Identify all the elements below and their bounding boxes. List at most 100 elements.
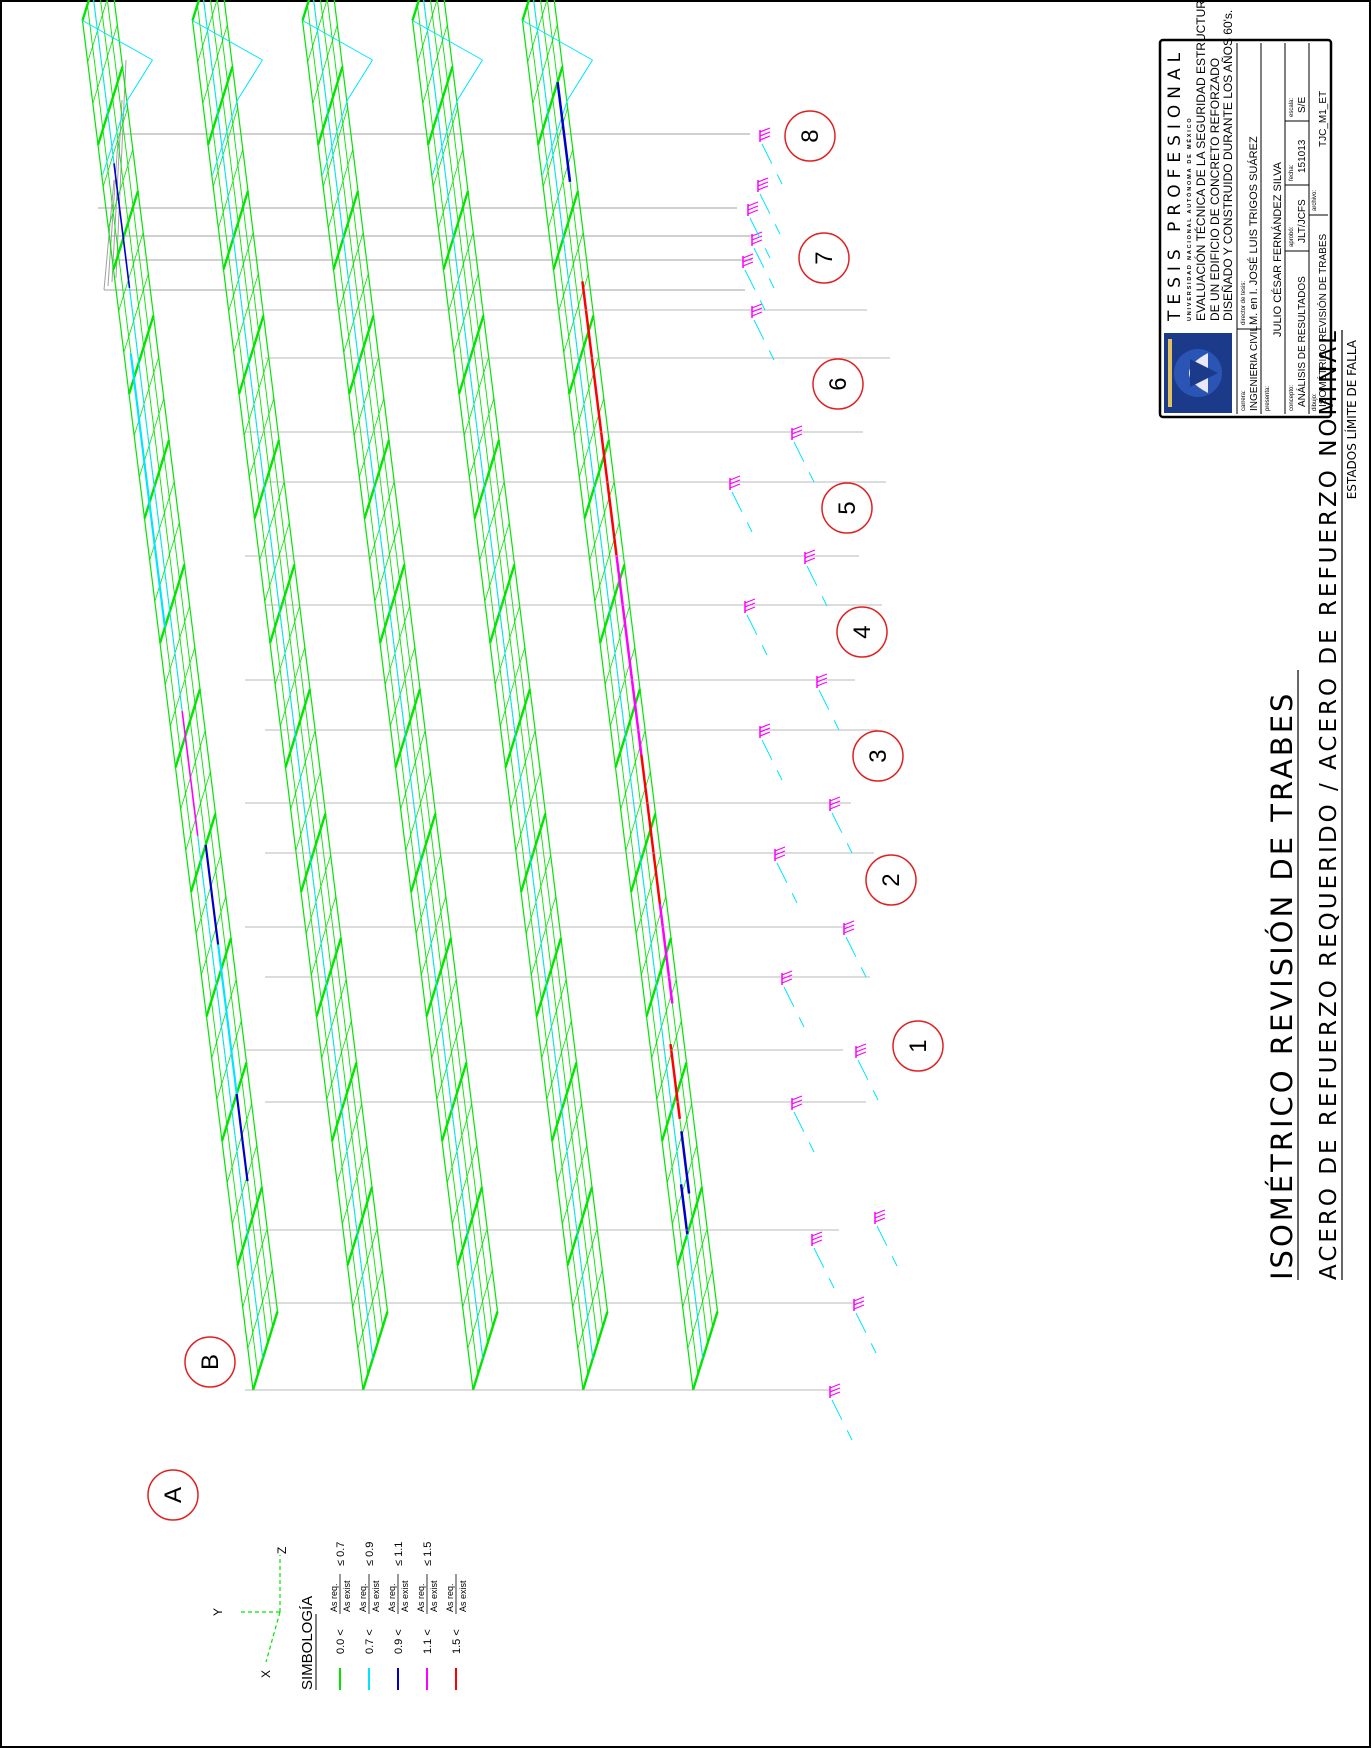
interior-beam <box>423 0 594 1359</box>
ground-line <box>813 1247 835 1289</box>
legend-ratio-denominator: As exist <box>371 1580 381 1612</box>
transverse-beam <box>442 190 470 270</box>
legend-item: 0.7 <As req.As exist≤ 0.9 <box>358 1542 381 1690</box>
joist-line <box>463 356 490 436</box>
support-hatch <box>804 557 816 563</box>
legend-range-low: 0.0 < <box>335 1629 347 1654</box>
legend-item: 1.5 <As req.As exist <box>445 1574 468 1690</box>
support-hatch <box>816 681 828 687</box>
joist-line <box>248 398 275 478</box>
legend: SIMBOLOGÍA 0.0 <As req.As exist≤ 0.70.7 … <box>299 1542 468 1690</box>
longitudinal-beam <box>553 0 719 1312</box>
fixed-support <box>874 1209 898 1267</box>
joist-line <box>530 896 557 976</box>
longitudinal-beam <box>86 4 259 1375</box>
support-hatch <box>843 924 855 930</box>
support-hatch <box>759 131 771 137</box>
transverse-beam <box>301 0 311 21</box>
grid-bubble-label: 6 <box>825 377 852 390</box>
critical-beam-segment <box>204 844 220 945</box>
legend-ratio-numerator: As req. <box>445 1583 455 1612</box>
top-zigzag-line <box>457 59 483 101</box>
grid-bubble-circle <box>147 1469 199 1521</box>
support-hatch <box>759 127 771 133</box>
top-zigzag-line <box>432 99 458 176</box>
support-hatch <box>774 846 786 852</box>
critical-beam-segment <box>640 754 662 905</box>
joist-line <box>310 896 337 976</box>
title-block-title: TESIS PROFESIONAL <box>1165 47 1185 322</box>
grid-bubble-label: 7 <box>811 251 838 264</box>
joist-line <box>682 1228 708 1308</box>
grid-bubble-label: 8 <box>797 129 824 142</box>
joist-line <box>467 1269 493 1349</box>
joist-line <box>687 1269 713 1349</box>
joist-line <box>326 1020 352 1100</box>
thesis-line-3: DISEÑADO Y CONSTRUIDO DURANTE LOS AÑOS 6… <box>1221 10 1235 321</box>
grid-bubble-b: B <box>184 1336 236 1388</box>
support-hatch <box>829 1387 841 1393</box>
longitudinal-beam <box>333 0 499 1312</box>
joist-line <box>479 481 505 561</box>
ground-line <box>753 319 775 361</box>
joist-line <box>216 1020 242 1100</box>
legend-ratio-denominator: As exist <box>458 1580 468 1612</box>
grid-bubble-circle <box>836 606 888 658</box>
dibujo-value: ISOMÉTRICO REVISIÓN DE TRABES <box>1316 233 1329 407</box>
top-zigzag-line <box>192 20 263 61</box>
drawing-title: ISOMÉTRICO REVISIÓN DE TRABES <box>1265 691 1299 1280</box>
support-hatch <box>742 261 754 267</box>
support-hatch <box>843 920 855 926</box>
joist-line <box>437 149 464 229</box>
legend-ratio-numerator: As req. <box>416 1583 426 1612</box>
ground-line <box>761 739 783 781</box>
support-hatch <box>759 731 771 737</box>
fixed-support <box>729 475 753 533</box>
ground-line <box>876 1225 898 1267</box>
joist-line <box>336 1103 363 1183</box>
grid-bubble-circle <box>852 730 904 782</box>
joist-line <box>546 1020 572 1100</box>
legend-range-high: ≤ 1.1 <box>393 1542 405 1566</box>
transverse-beam <box>96 66 124 146</box>
longitudinal-beam <box>191 20 364 1391</box>
fixed-support <box>781 970 805 1028</box>
support-hatch <box>781 978 793 984</box>
support-hatch <box>804 549 816 555</box>
joist-line <box>228 232 254 312</box>
support-hatch <box>829 796 841 802</box>
joist-line <box>384 605 411 685</box>
joist-line <box>352 1228 378 1308</box>
support-hatch <box>747 209 759 215</box>
support-hatch <box>774 854 786 860</box>
support-hatch <box>747 201 759 207</box>
ground-line <box>857 1059 879 1101</box>
column-lines <box>245 309 890 1391</box>
director-value: M. en I. JOSÉ LUIS TRIGOS SUÁREZ <box>1247 136 1260 325</box>
joist-line <box>307 0 328 63</box>
transverse-beam <box>220 1062 248 1142</box>
floor-frame <box>191 0 389 1391</box>
fixed-support <box>829 796 853 854</box>
critical-beam-segment <box>129 353 166 628</box>
joist-line <box>558 232 584 312</box>
transverse-beam <box>346 1186 374 1266</box>
fixed-support <box>855 1043 879 1101</box>
dibujo-label: dibujo: <box>1312 393 1318 411</box>
fixed-support <box>751 303 775 361</box>
support-hatch <box>751 311 763 317</box>
interior-beam <box>203 0 374 1359</box>
legend-ratio-denominator: As exist <box>429 1580 439 1612</box>
support-hatch <box>829 804 841 810</box>
joist-line <box>451 1145 478 1225</box>
grid-bubble-circle <box>865 854 917 906</box>
upper-columns <box>98 59 752 291</box>
transverse-beam <box>251 1311 279 1391</box>
top-zigzag-line <box>542 99 568 176</box>
grid-bubble-label: 5 <box>834 501 861 514</box>
legend-range-high: ≤ 0.7 <box>335 1542 347 1566</box>
drawing-note: ESTADOS LÍMITE DE FALLA <box>1344 339 1359 499</box>
joist-line <box>327 149 354 229</box>
joist-line <box>233 273 259 353</box>
carrera-label: carrera: <box>1241 390 1247 411</box>
